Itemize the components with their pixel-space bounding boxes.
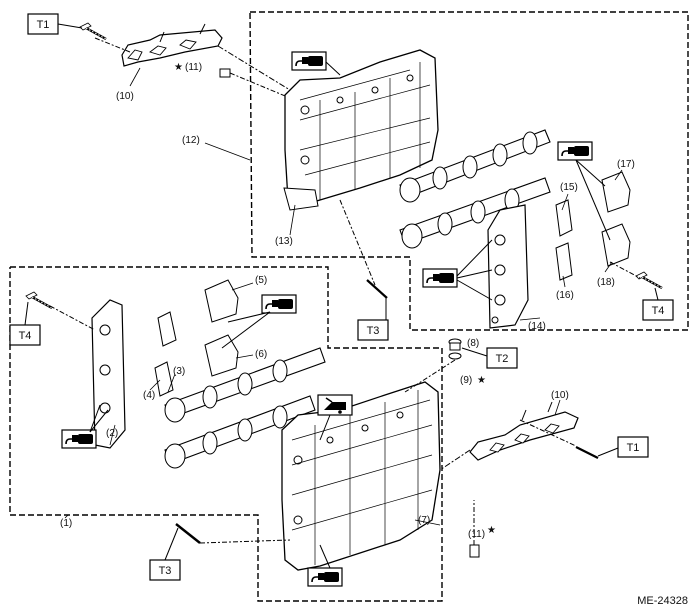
- sealant-tube-icon: [221, 294, 297, 349]
- callout-5: (5): [255, 275, 267, 286]
- callout-4: (4): [143, 390, 155, 401]
- callout-10-right: (10): [551, 390, 569, 401]
- callout-10-top: (10): [116, 91, 134, 102]
- svg-text:T4: T4: [19, 330, 32, 342]
- group-outline-12: [249, 11, 689, 331]
- svg-text:T3: T3: [159, 565, 172, 577]
- bolt-t3-top: [339, 199, 388, 320]
- plug-8: [404, 338, 462, 393]
- svg-text:T3: T3: [367, 325, 380, 337]
- callout-14: (14): [528, 321, 546, 332]
- camshaft-icon: [399, 129, 551, 203]
- bolt-t1-top: [78, 21, 131, 53]
- cylinder-head-icon: [281, 381, 441, 571]
- sealant-tube-icon: [291, 51, 341, 76]
- bolt-11-top: [219, 68, 291, 99]
- callout-18: (18): [597, 277, 615, 288]
- torque-tag-t3-bottom: T3: [149, 527, 181, 581]
- svg-text:T4: T4: [652, 305, 665, 317]
- torque-tag-t3-top: T3: [357, 319, 389, 341]
- oil-rail-top: [121, 23, 291, 91]
- camshaft-icon: [399, 177, 551, 249]
- bolt-11-bottom: [469, 500, 480, 558]
- torque-tag-t2: T2: [461, 347, 518, 369]
- svg-text:T2: T2: [496, 353, 509, 365]
- star-11-bottom: ★: [487, 525, 496, 536]
- sealant-tube-icon: [557, 141, 611, 241]
- cam-cap-icon: [154, 279, 239, 397]
- callout-17: (17): [617, 159, 635, 170]
- callout-9: (9): [460, 375, 472, 386]
- callout-16: (16): [556, 290, 574, 301]
- callout-2: (2): [106, 428, 118, 439]
- bolt-t4-left: [24, 290, 96, 331]
- callout-11-top: (11): [185, 62, 202, 73]
- callout-15: (15): [560, 182, 578, 193]
- cam-cap-icon: [555, 171, 631, 281]
- svg-text:T1: T1: [37, 19, 50, 31]
- callout-8: (8): [467, 338, 479, 349]
- sealant-tube-icon: [307, 544, 343, 587]
- bolt-t3-bottom: [175, 523, 291, 544]
- callout-1: (1): [60, 518, 72, 529]
- figure-code: ME-24328: [637, 595, 688, 607]
- oil-rail-bottom: [439, 401, 579, 471]
- callout-12: (12): [182, 135, 200, 146]
- callout-11-bottom: (11): [468, 529, 485, 540]
- star-11-top: ★: [174, 62, 183, 73]
- sealant-tube-icon: [422, 239, 493, 301]
- camshaft-icon: [164, 395, 316, 469]
- callout-labels: (1) (2) (3) (4) (5) (6) (7) (8) (9) ★ (1…: [60, 62, 635, 540]
- callout-3: (3): [173, 366, 185, 377]
- bolt-t4-right: [609, 261, 664, 290]
- cam-cap-icon: [91, 299, 126, 449]
- torque-tag-t1-right: T1: [597, 436, 649, 458]
- camshaft-icon: [164, 347, 326, 423]
- callout-13: (13): [275, 236, 293, 247]
- callout-6: (6): [255, 349, 267, 360]
- oil-can-icon: [317, 394, 353, 441]
- torque-tag-t4-right: T4: [642, 287, 674, 321]
- sealant-tube-icon: [61, 404, 109, 449]
- bolt-t1-right: [519, 419, 599, 459]
- torque-tag-t1-top: T1: [27, 13, 83, 35]
- cam-cap-icon: [487, 204, 529, 329]
- cylinder-head-icon: [283, 49, 439, 211]
- svg-text:T1: T1: [627, 442, 640, 454]
- group-outline-1: [9, 266, 443, 602]
- leader-lines: [64, 67, 623, 526]
- star-9: ★: [477, 375, 486, 386]
- callout-7: (7): [418, 515, 430, 526]
- torque-tag-t4-left: T4: [9, 301, 41, 346]
